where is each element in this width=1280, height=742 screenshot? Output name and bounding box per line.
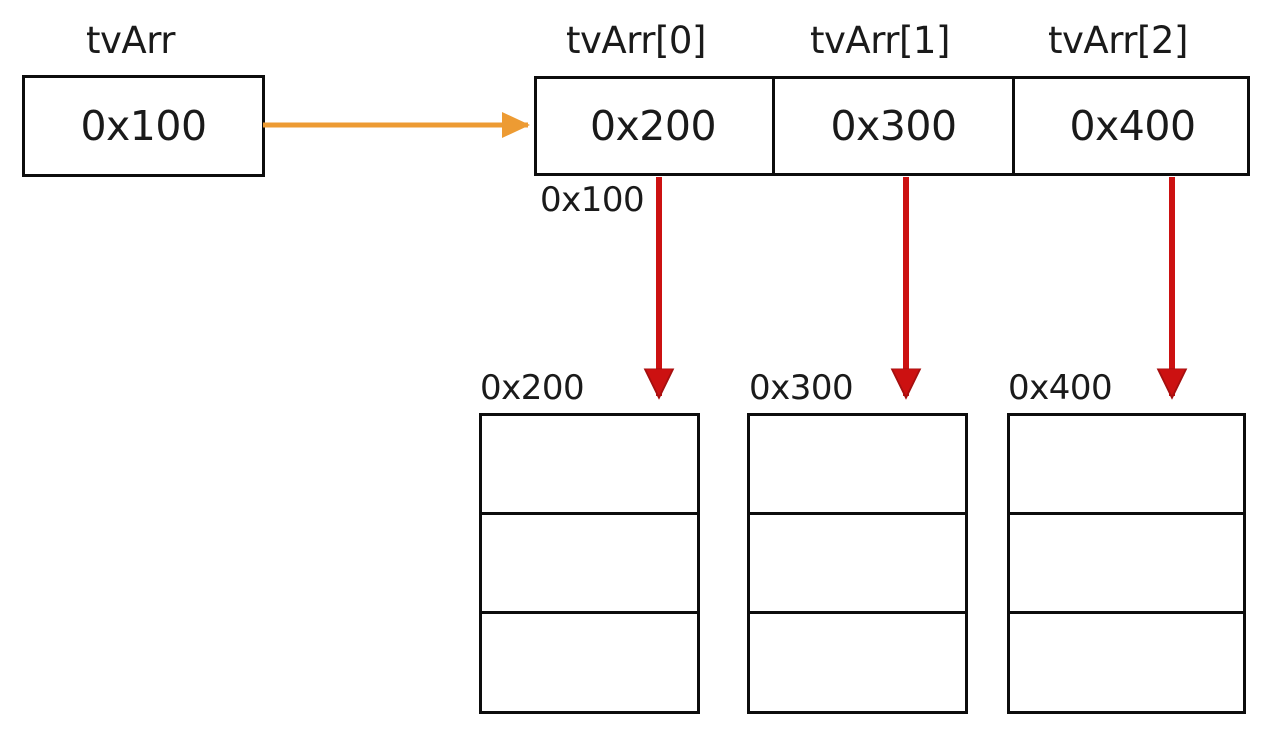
target-block-2-address-label: 0x400: [1008, 368, 1113, 408]
target-block-1-row-divider-1: [747, 611, 968, 614]
array-cell-1-value: 0x300: [830, 102, 957, 150]
root-pointer-value: 0x100: [80, 102, 207, 150]
target-block-0-address-label: 0x200: [480, 368, 585, 408]
target-block-0-box: [479, 413, 700, 714]
target-block-2-row-divider-1: [1007, 611, 1246, 614]
array-row-box: [534, 76, 1250, 176]
array-cell-0-value: 0x200: [589, 102, 717, 150]
array-cell-divider-1: [1012, 76, 1015, 176]
target-block-2-box: [1007, 413, 1246, 714]
target-block-1-row-divider-0: [747, 512, 968, 515]
root-pointer-label: tvArr: [86, 19, 176, 62]
array-cell-1-label: tvArr[1]: [810, 19, 950, 62]
array-cell-divider-0: [772, 76, 775, 176]
target-block-0-row-divider-1: [479, 611, 700, 614]
array-row-address-label: 0x100: [540, 180, 645, 220]
root-pointer-box: [22, 75, 265, 177]
array-cell-2-label: tvArr[2]: [1048, 19, 1188, 62]
array-cell-2-value: 0x400: [1069, 102, 1196, 150]
target-block-0-row-divider-0: [479, 512, 700, 515]
array-cell-0-label: tvArr[0]: [566, 19, 706, 62]
target-block-1-box: [747, 413, 968, 714]
target-block-1-address-label: 0x300: [749, 368, 854, 408]
target-block-2-row-divider-0: [1007, 512, 1246, 515]
